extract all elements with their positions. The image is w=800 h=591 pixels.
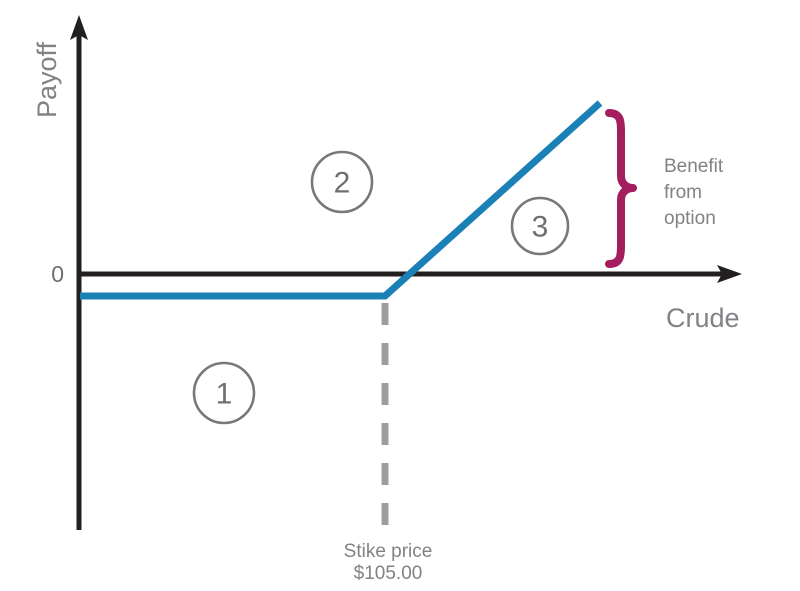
benefit-brace-icon	[605, 109, 637, 268]
region-marker-3-label: 3	[532, 211, 549, 244]
x-axis-title: Crude	[666, 303, 740, 333]
region-marker-2-circle	[310, 150, 374, 214]
region-marker-3: 3	[510, 196, 570, 256]
region-marker-1: 1	[192, 361, 256, 425]
payoff-line	[80, 100, 603, 300]
x-axis-arrow-icon	[717, 265, 742, 283]
region-marker-1-label: 1	[216, 378, 233, 411]
region-marker-3-circle	[510, 196, 570, 256]
region-marker-1-circle	[192, 361, 256, 425]
benefit-annotation-line-2: from	[664, 182, 702, 203]
y-axis	[70, 15, 88, 530]
benefit-annotation: Benefit from option	[664, 156, 724, 229]
strike-price-label-line-1: Stike price	[344, 541, 433, 562]
y-axis-title: Payoff	[32, 41, 62, 118]
strike-price-label: Stike price $105.00	[344, 541, 433, 584]
benefit-annotation-line-3: option	[664, 208, 716, 229]
y-axis-arrow-icon	[70, 15, 88, 40]
strike-price-label-line-2: $105.00	[354, 563, 423, 584]
zero-tick-label: 0	[51, 261, 64, 287]
region-marker-2-label: 2	[334, 167, 351, 200]
benefit-annotation-line-1: Benefit	[664, 156, 724, 177]
region-marker-2: 2	[310, 150, 374, 214]
x-axis	[79, 265, 742, 283]
